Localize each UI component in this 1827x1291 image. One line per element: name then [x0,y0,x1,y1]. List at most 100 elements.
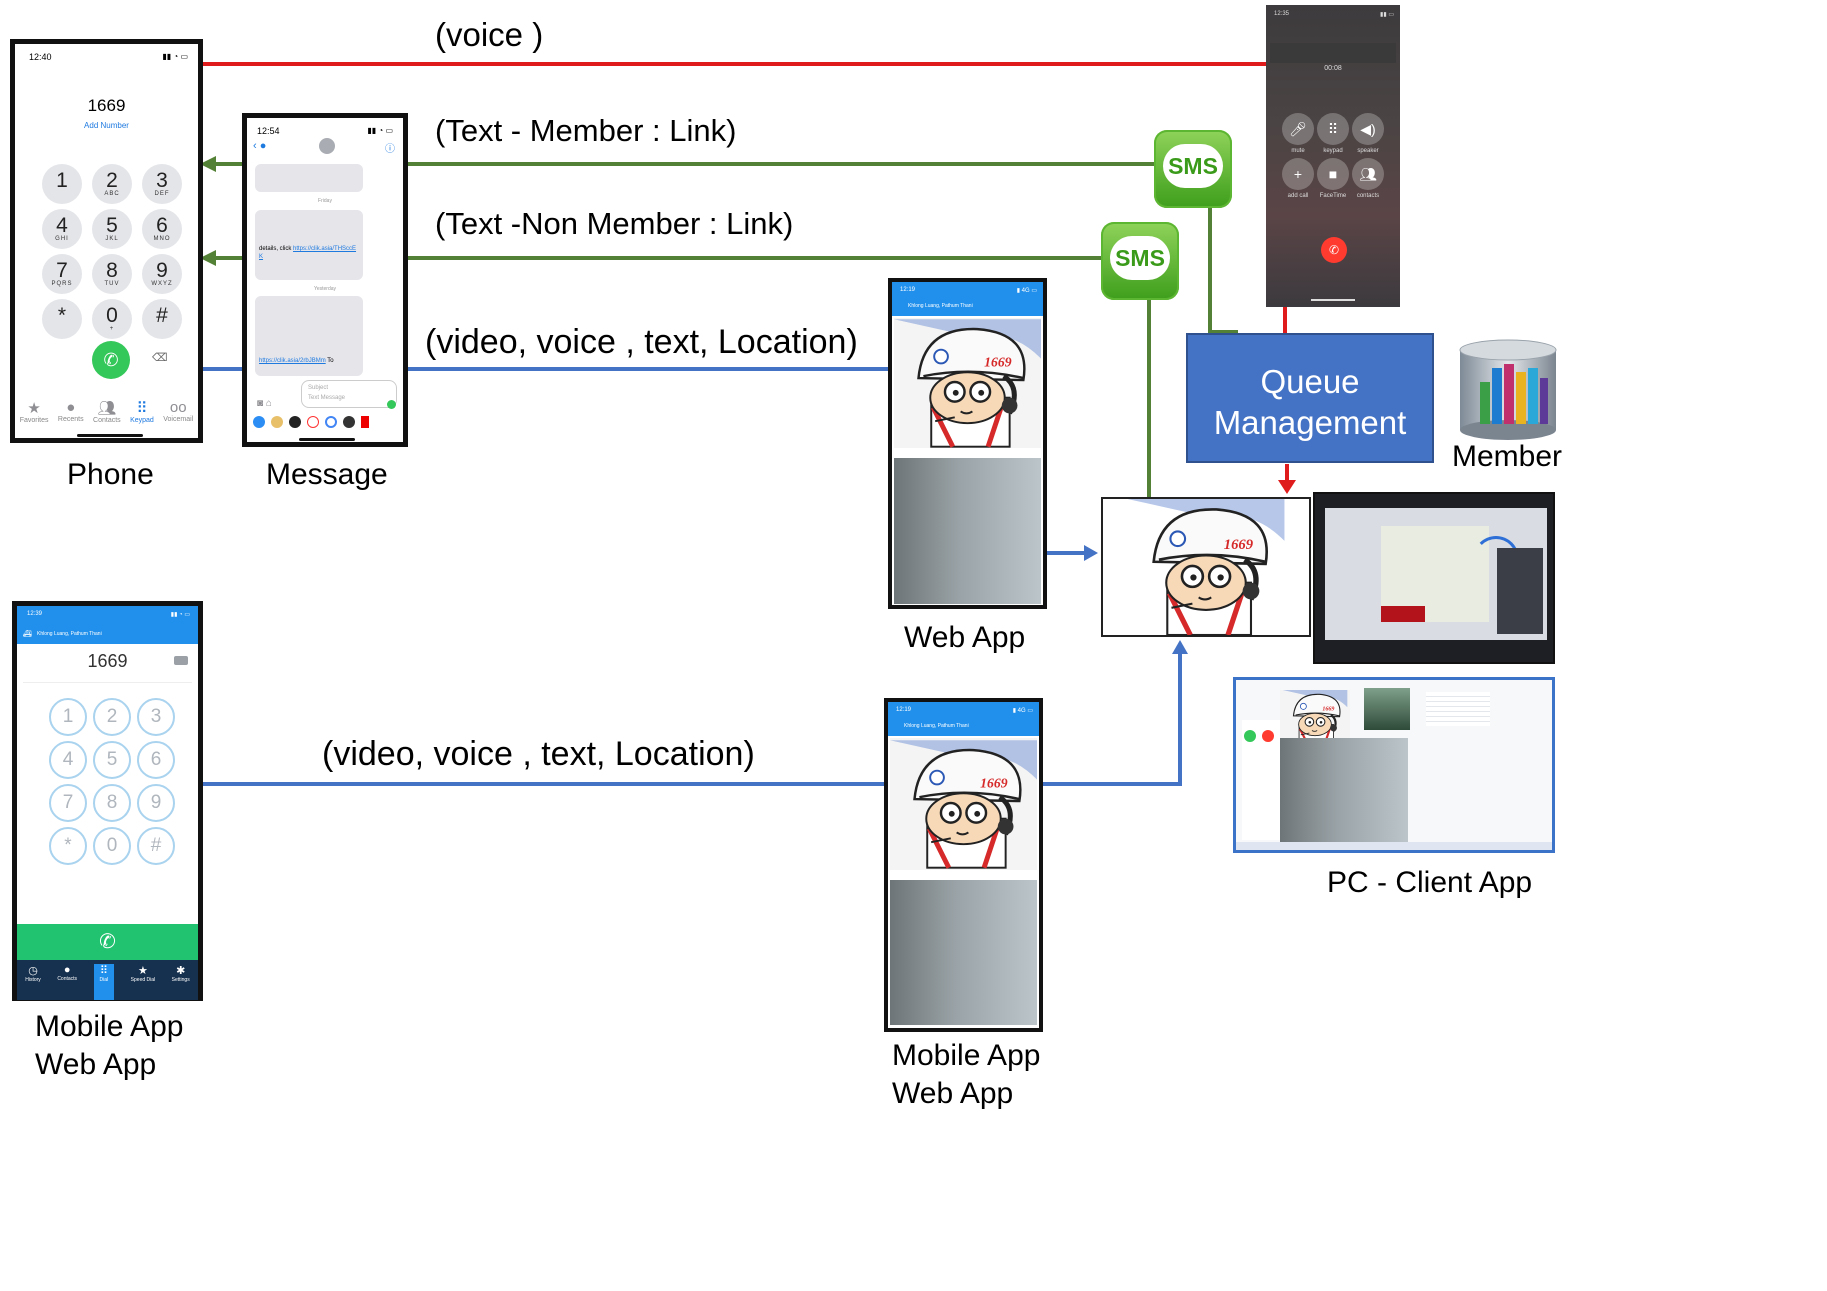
call-screen-screenshot: 12:35 ▮▮ ▭ 00:08 🎤︎ ⠿ ◀︎) mute keypad sp… [1266,5,1400,307]
phone-key-0[interactable]: 0+ [92,299,132,339]
add-call-button[interactable]: + [1282,158,1314,190]
phone-key-letters: ABC [104,191,120,197]
message-link-2[interactable]: https://clik.asia/2rbJBMm [259,358,326,364]
tab-speed-dial[interactable]: ★Speed Dial [130,965,156,983]
mascot-badge-1669: 1669 [1224,537,1254,553]
message-subject-placeholder: Subject [308,385,329,391]
contacts-button[interactable]: 👥︎ [1352,158,1384,190]
message-link-1[interactable]: https://clik.asia/THSccEK [259,246,357,260]
message-status-signal-icon: ▮▮ ◔ ▭ [367,126,393,135]
mobile-web-app-status-time: 12:19 [896,707,912,713]
message-bubble-1 [255,164,363,192]
mobile-app-key-4[interactable]: 4 [49,741,87,779]
mobile-app-key-2[interactable]: 2 [93,698,131,736]
digital-touch-icon[interactable] [289,416,301,428]
tab-history[interactable]: ◷History [25,965,41,983]
memoji-icon[interactable] [271,416,283,428]
google-icon[interactable] [325,416,337,428]
phone-key-digit: 1 [56,169,68,192]
message-input-field[interactable]: Subject Text Message [301,380,397,408]
queue-management-box: Queue Management [1186,333,1434,463]
phone-key-letters: WXYZ [151,281,173,287]
call-status-signal-icon: ▮▮ ▭ [1380,12,1394,18]
mute-caption: mute [1291,148,1305,154]
phone-key-star[interactable]: * [42,299,82,339]
phone-key-digit: 8 [106,259,118,282]
mobile-app-key-0[interactable]: 0 [93,827,131,865]
voicemail-icon: oo [169,399,187,416]
keypad-icon: ⠿ [136,400,148,417]
end-call-button[interactable]: ✆ [1321,237,1347,263]
phone-key-1[interactable]: 1 [42,164,82,204]
mute-button[interactable]: 🎤︎ [1282,113,1314,145]
message-back-icon[interactable]: ‹ ● [253,140,267,152]
mobile-web-app-screenshot: 12:19 ▮ 4G ▭ Khlong Luang, Pathum Thani … [884,698,1043,1032]
phone-status-time: 12:40 [29,52,52,62]
mobile-app-key-5[interactable]: 5 [93,741,131,779]
phone-key-letters: MNO [153,236,171,242]
message-camera-icon[interactable]: ◙ ⌂ [257,398,272,409]
speaker-button[interactable]: ◀︎) [1352,113,1384,145]
mobile-app-call-bar[interactable]: ✆ [17,924,198,960]
tab-favorites[interactable]: ★Favorites [19,400,49,424]
phone-to-webapp-line [200,367,890,371]
tab-settings[interactable]: ✱Settings [171,965,190,983]
phone-key-hash[interactable]: # [142,299,182,339]
tab-contacts[interactable]: 👥︎Contacts [93,400,121,424]
mobile-app-key-star[interactable]: * [49,827,87,865]
mobile-app-key-hash[interactable]: # [137,827,175,865]
person-icon: ● [63,964,71,976]
message-send-icon[interactable] [387,400,396,409]
tab-recents[interactable]: ●Recents [57,399,84,423]
mobile-app-key-6[interactable]: 6 [137,741,175,779]
webapp-to-pc-arrowhead [1084,545,1098,561]
mobile-app-key-1[interactable]: 1 [49,698,87,736]
mobile-app-label-left-2: Web App [35,1048,157,1081]
pc-client-phone-icon[interactable] [1244,730,1256,742]
mobile-app-location: Khlong Luang, Pathum Thani [37,631,102,637]
mobile-app-key-7[interactable]: 7 [49,784,87,822]
gear-icon: ✱ [176,965,186,977]
history-icon: ◷ [28,965,38,977]
phone-call-button[interactable]: ✆ [92,341,130,379]
video-voice-text-location-label-top: (video, voice , text, Location) [425,323,858,361]
phone-key-digit: 0 [106,304,118,327]
queue-management-label-1: Queue [1260,363,1360,400]
queue-to-pc-arrowhead [1278,480,1296,494]
phone-delete-icon[interactable]: ⌫ [152,352,168,364]
mobile-app-key-3[interactable]: 3 [137,698,175,736]
facetime-button[interactable]: ■ [1317,158,1349,190]
dialpad-icon: ⠿ [99,965,108,977]
mobile-app-status-signal-icon: ▮▮ ◔ ▭ [170,612,190,618]
phone-add-number-link[interactable]: Add Number [84,121,129,130]
mobile-app-delete-icon[interactable] [174,656,188,665]
tab-mobile-contacts[interactable]: ●Contacts [57,964,78,982]
pc-client-hangup-icon[interactable] [1262,730,1274,742]
mobile-web-app-operator-mascot: 1669 [890,738,1037,870]
message-info-icon[interactable]: ⓘ [385,144,395,155]
app-icon-dark[interactable] [343,416,355,428]
sms-member-to-queue-line [1208,208,1212,334]
mobile-app-key-8[interactable]: 8 [93,784,131,822]
mobile-app-key-9[interactable]: 9 [137,784,175,822]
tab-dial[interactable]: ⠿Dial [93,964,115,1000]
tab-keypad[interactable]: ⠿Keypad [130,400,154,424]
appstore-icon[interactable] [253,416,265,428]
phone-key-letters: PQRS [51,281,73,287]
web-app-location: Khlong Luang, Pathum Thani [908,303,973,309]
music-icon[interactable] [307,416,319,428]
message-day-yesterday: Yesterday [313,286,337,292]
mobile-web-app-location: Khlong Luang, Pathum Thani [904,723,969,729]
keypad-button[interactable]: ⠿ [1317,113,1349,145]
pc-map-sidepanel [1497,548,1543,634]
youtube-icon[interactable] [361,416,369,428]
